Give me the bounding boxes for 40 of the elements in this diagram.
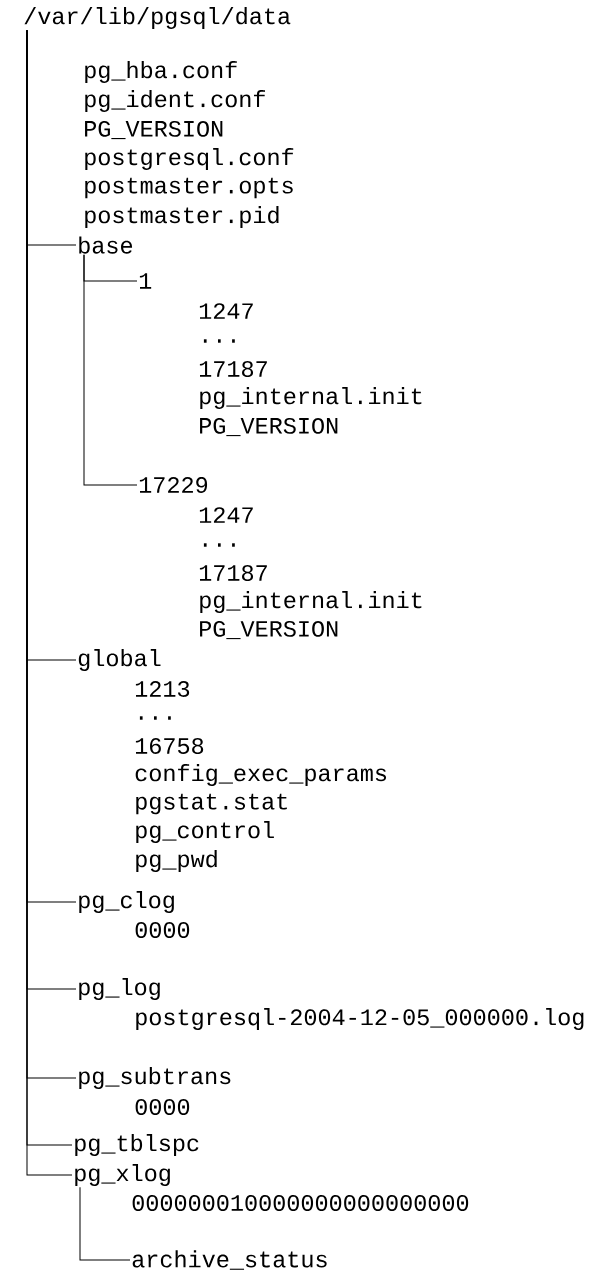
tree-entry: ... — [203, 339, 235, 343]
tree-entry: pg_control — [136, 821, 274, 843]
tree-entry: PG_VERSION — [200, 620, 338, 640]
tree-entry: pg_tblspc — [75, 1134, 199, 1156]
tree-entry: postgresql-2004-12-05_000000.log — [136, 1008, 584, 1030]
tree-entry: /var/lib/pgsql/data — [24, 7, 291, 29]
tree-branch — [83, 254, 138, 486]
tree-entry: ... — [203, 543, 235, 547]
tree-entry: 16758 — [135, 738, 204, 754]
tree-entry: 1247 — [199, 303, 253, 319]
tree-entry: PG_VERSION — [85, 120, 223, 140]
tree-entry: pg_xlog — [75, 1164, 170, 1186]
tree-entry: 000000010000000000000000 — [132, 1195, 469, 1211]
tree-entry: pg_subtrans — [79, 1067, 231, 1089]
tree-entry: ... — [139, 716, 171, 720]
tree-entry: pg_pwd — [136, 850, 217, 872]
tree-entry: pgstat.stat — [136, 793, 287, 815]
tree-entry: postmaster.pid — [85, 206, 279, 228]
tree-entry: config_exec_params — [135, 764, 387, 786]
tree-entry: pg_ident.conf — [85, 90, 265, 112]
tree-entry: postmaster.opts — [85, 177, 293, 199]
tree-entry: pg_log — [79, 978, 160, 1000]
tree-entry: PG_VERSION — [200, 417, 338, 437]
tree-entry: 0000 — [135, 922, 190, 938]
tree-entry: 1 — [139, 273, 152, 289]
tree-entry: 17187 — [199, 565, 267, 581]
tree-branch — [79, 1186, 131, 1261]
tree-entry: postgresql.conf — [85, 148, 294, 170]
tree-entry: global — [78, 649, 161, 671]
tree-entry: 0000 — [135, 1099, 190, 1115]
tree-entry: 1213 — [135, 681, 190, 697]
tree-entry: 17187 — [199, 361, 267, 377]
tree-entry: pg_internal.init — [200, 387, 422, 409]
tree-entry: 1247 — [199, 507, 253, 523]
tree-entry: pg_hba.conf — [85, 61, 237, 83]
tree-entry: pg_internal.init — [200, 591, 422, 613]
tree-entry: pg_clog — [79, 891, 174, 913]
tree-entry: 17229 — [139, 477, 208, 493]
tree-entry: archive_status — [132, 1250, 327, 1270]
tree-entry: base — [79, 236, 133, 254]
